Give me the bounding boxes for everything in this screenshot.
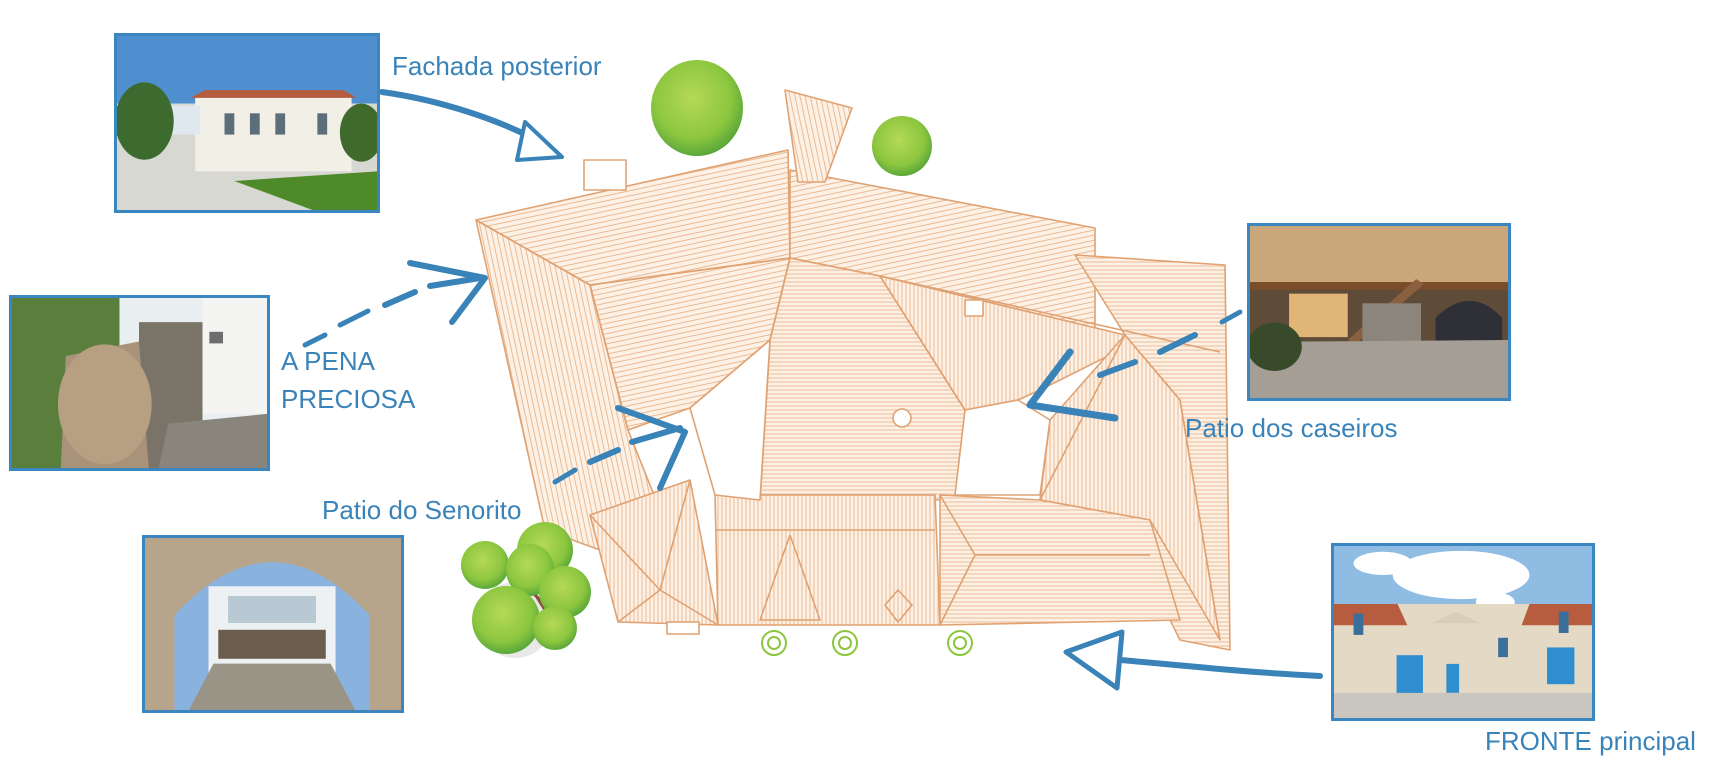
label-fachada-posterior: Fachada posterior [392,51,602,81]
tree-north-small [872,116,932,176]
arrow-fachada-posterior [379,89,564,162]
roof-plan [475,89,1231,651]
patio-caseiros-void [954,399,1051,496]
trees [461,60,973,658]
label-pena-preciosa-line2: PRECIOSA [281,384,416,414]
roof-chimney-wing [784,89,853,183]
senorito-patio-image [145,538,401,710]
label-pena-preciosa-line1: A PENA [281,346,375,376]
arrows [302,89,1323,691]
label-patio-caseiros: Patio dos caseiros [1185,413,1398,443]
pena-preciosa-image [12,298,267,468]
tree-cluster-southwest [461,522,591,658]
arrow-pena-preciosa [302,260,488,348]
patio-senorito-void [689,339,771,501]
arrow-patio-caseiros [1026,309,1243,422]
label-fronte-principal: FRONTE principal [1485,726,1696,756]
shrubs-south [761,630,973,656]
photo-rear-facade [114,33,380,213]
arrow-patio-senorito [552,405,688,491]
label-patio-senorito: Patio do Senorito [322,495,522,525]
photo-senorito-patio [142,535,404,713]
tree-north-large [651,60,743,156]
photo-pena-preciosa [9,295,270,471]
arrow-fronte-principal [1063,629,1323,691]
caseiros-patio-image [1250,226,1508,398]
photo-caseiros-patio [1247,223,1511,401]
photo-front-facade [1331,543,1595,721]
front-facade-image [1334,546,1592,718]
rear-facade-image [117,36,377,210]
roof-south-east [939,494,1181,626]
